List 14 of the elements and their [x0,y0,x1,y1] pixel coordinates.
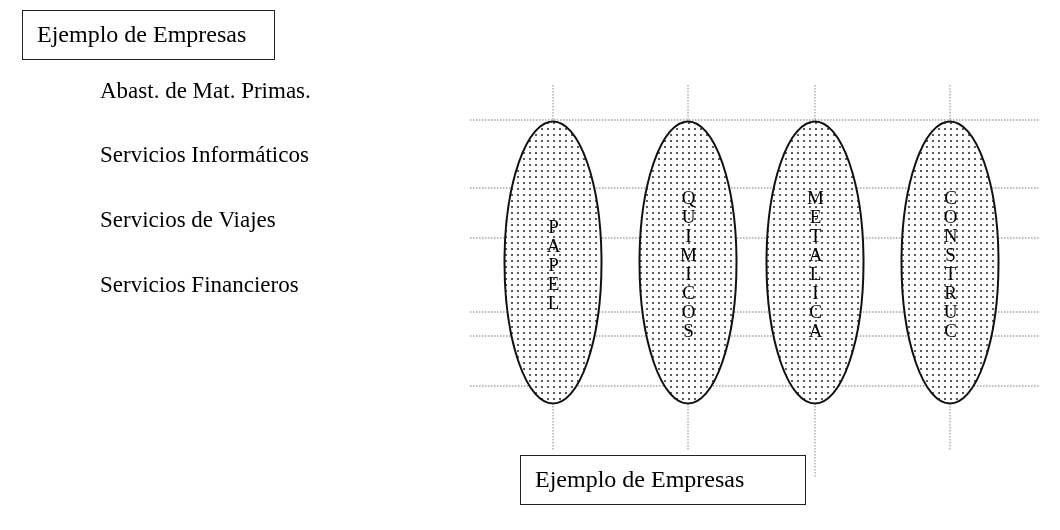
sector-ellipse [900,120,1000,405]
sector-ellipse [503,120,603,405]
title-box: Ejemplo de Empresas [22,10,275,60]
sector-name: QUIMICOS [677,186,699,339]
sector-ellipse [638,120,738,405]
sector-name: CONSTRUC [939,186,961,339]
sector-name: METALICA [804,186,826,339]
sector-ellipse [765,120,865,405]
service-label: Servicios de Viajes [100,207,276,233]
service-label: Servicios Financieros [100,272,299,298]
service-label: Abast. de Mat. Primas. [100,78,311,104]
sector-name: PAPEL [542,215,564,310]
title-box: Ejemplo de Empresas [520,455,806,505]
service-label: Servicios Informáticos [100,142,309,168]
